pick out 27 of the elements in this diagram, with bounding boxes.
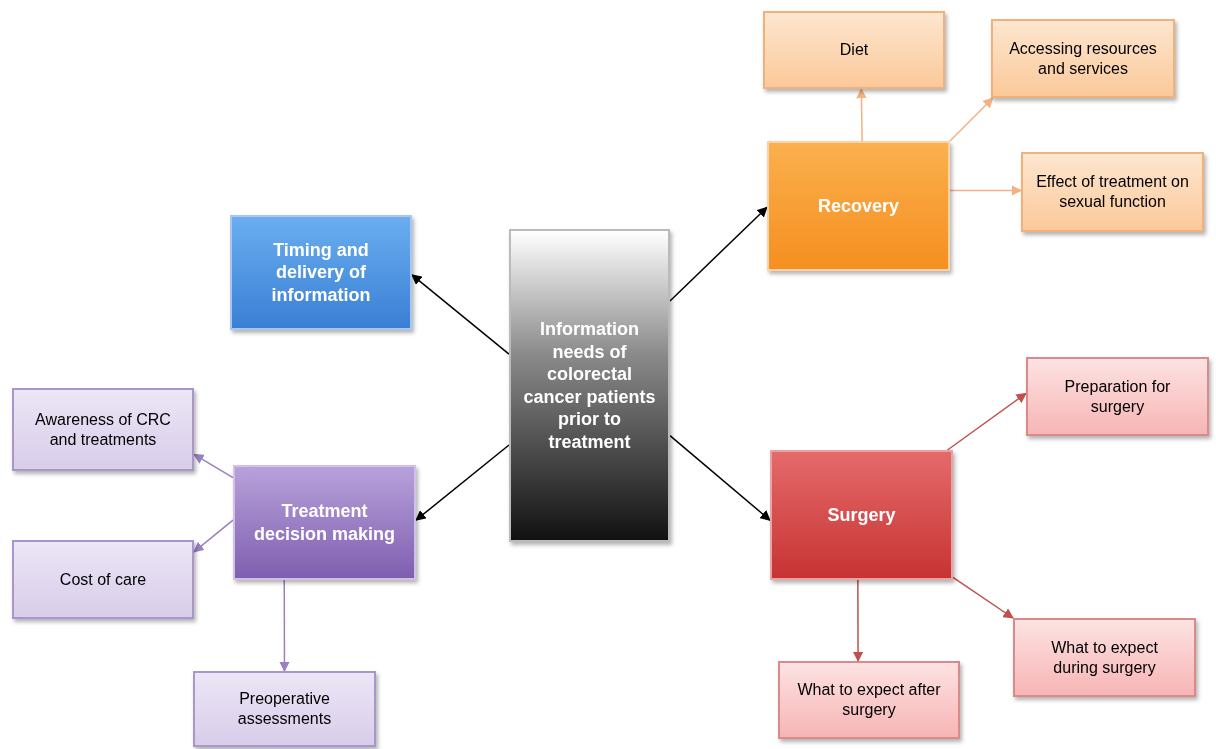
arrow <box>952 576 1014 619</box>
arrow <box>856 87 867 142</box>
subtopic-box: Awareness of CRC and treatments <box>12 388 194 471</box>
subtopic-box: Effect of treatment on sexual function <box>1021 152 1204 232</box>
subtopic-box: Preoperative assessments <box>193 671 376 747</box>
subtopic-box: What to expect during surgery <box>1013 618 1196 697</box>
category-box: Surgery <box>770 450 953 580</box>
category-box: Treatment decision making <box>233 465 416 580</box>
arrow <box>279 579 290 673</box>
subtopic-box: Diet <box>763 11 945 89</box>
category-box: Recovery <box>767 141 950 271</box>
arrow <box>949 185 1023 196</box>
arrow <box>949 97 994 142</box>
arrow <box>852 579 864 663</box>
arrow <box>415 444 510 521</box>
arrow <box>946 392 1027 451</box>
subtopic-box: Preparation for surgery <box>1026 357 1209 436</box>
subtopic-box: Cost of care <box>12 540 194 619</box>
arrow <box>669 434 771 521</box>
arrow <box>669 206 768 302</box>
subtopic-box: What to expect after surgery <box>778 661 960 739</box>
category-box: Timing and delivery of information <box>230 215 412 330</box>
arrow <box>411 274 510 355</box>
subtopic-box: Accessing resources and services <box>991 19 1175 98</box>
arrow <box>193 453 234 479</box>
central-topic-box: Information needs of colorectal cancer patients prior to treatment <box>509 229 670 542</box>
arrow <box>193 519 234 553</box>
